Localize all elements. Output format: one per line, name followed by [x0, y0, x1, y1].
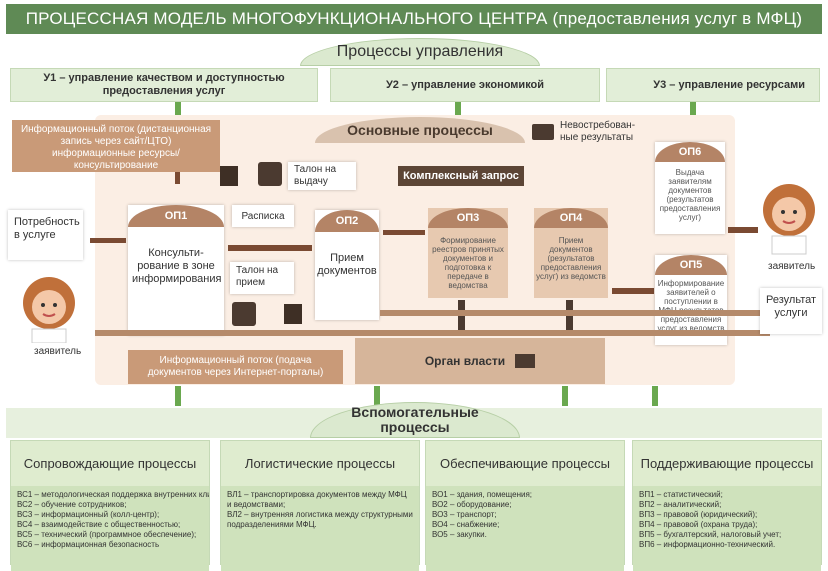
aux-col-2-title: Логистические процессы — [244, 456, 396, 471]
op4-head: ОП4 — [534, 208, 608, 228]
running-person-icon — [220, 166, 238, 186]
arrow-up-2 — [374, 386, 380, 406]
op2-text: Прием документов — [317, 252, 377, 277]
page-title: ПРОЦЕССНАЯ МОДЕЛЬ МНОГОФУНКЦИОНАЛЬНОГО Ц… — [6, 4, 822, 34]
building-icon — [515, 354, 536, 368]
auxiliary-label: Вспомогательные процессы — [310, 402, 520, 438]
aux-col-3-item: ВО1 – здания, помещения; — [432, 490, 533, 499]
management-u3: У3 – управление ресурсами — [606, 68, 820, 102]
aux-col-1-body: ВС1 – методологическая поддержка внутрен… — [11, 486, 209, 571]
op3-text: Формирование реестров принятых документо… — [432, 236, 504, 290]
op1-card: ОП1 Консульти-рование в зоне информирова… — [128, 205, 224, 335]
info-flow-bottom: Информационный поток (подача документов … — [128, 350, 343, 384]
op3-card: ОП3 Формирование реестров принятых докум… — [428, 208, 508, 298]
applicant-right-svg — [763, 184, 815, 255]
arrow-up-3 — [562, 386, 568, 406]
aux-col-3-item: ВО3 – транспорт; — [432, 510, 497, 519]
arrow-up-1 — [175, 386, 181, 406]
aux-col-2-item: ВЛ1 – транспортировка документов между М… — [227, 490, 407, 509]
ticket-icon-2 — [232, 302, 256, 326]
op6-text: Выдача заявителям документов (результато… — [659, 168, 721, 222]
ticket-receipt: Талон на прием — [230, 262, 294, 294]
applicant-left-icon — [18, 273, 80, 344]
applicant-left-label: заявитель — [34, 346, 82, 357]
op2-card: ОП2 Прием документов — [315, 210, 379, 320]
applicant-right-label: заявитель — [768, 261, 816, 272]
authority-box: Орган власти — [355, 338, 605, 384]
management-u2: У2 – управление экономикой — [330, 68, 600, 102]
op1-head: ОП1 — [128, 205, 224, 227]
op3-head: ОП3 — [428, 208, 508, 228]
ticket-issue: Талон на выдачу — [288, 162, 356, 190]
aux-col-4-body: ВП1 – статистический; ВП2 – аналитически… — [633, 486, 821, 571]
aux-col-3: Обеспечивающие процессы ВО1 – здания, по… — [425, 440, 625, 571]
aux-col-1-item: ВС1 – методологическая поддержка внутрен… — [17, 490, 209, 499]
unclaimed-results: Невостребован-ные результаты — [560, 120, 636, 143]
op6-head: ОП6 — [655, 142, 725, 162]
arrow-down-u1 — [175, 102, 181, 116]
arrow-need-op1 — [90, 238, 126, 243]
op4-text: Прием документов (результатов предоставл… — [536, 236, 606, 281]
info-flow-top: Информационный поток (дистанционная запи… — [12, 120, 220, 172]
aux-col-3-item: ВО5 – закупки. — [432, 530, 487, 539]
management-u1-text: У1 – управление качеством и доступностью… — [43, 72, 285, 97]
applicant-right-icon — [758, 180, 820, 255]
management-u1: У1 – управление качеством и доступностью… — [10, 68, 318, 102]
arrow-long-2 — [95, 330, 770, 336]
op4-card: ОП4 Прием документов (результатов предос… — [534, 208, 608, 298]
result-box: Результат услуги — [760, 288, 822, 334]
op5-text: Информирование заявителей о поступлении … — [657, 279, 725, 333]
receipt-doc: Расписка — [232, 205, 294, 227]
aux-col-4-item: ВП5 – бухгалтерский, налоговый учет; — [639, 530, 782, 539]
aux-col-1: Сопровождающие процессы ВС1 – методологи… — [10, 440, 210, 571]
aux-col-4-title: Поддерживающие процессы — [640, 456, 814, 471]
aux-col-1-item: ВС3 – информационный (колл-центр); — [17, 510, 160, 519]
op1-text: Консульти-рование в зоне информирования — [132, 247, 222, 285]
arrow-up-4 — [652, 386, 658, 406]
authority-label: Орган власти — [424, 354, 506, 368]
main-processes-label: Основные процессы — [315, 117, 525, 143]
aux-col-1-item: ВС4 – взаимодействие с общественностью; — [17, 520, 181, 529]
aux-col-2-item: ВЛ2 – внутренняя логистика между структу… — [227, 510, 413, 529]
aux-col-4-item: ВП2 – аналитический; — [639, 500, 722, 509]
aux-col-2-body: ВЛ1 – транспортировка документов между М… — [221, 486, 419, 571]
aux-col-3-item: ВО2 – оборудование; — [432, 500, 512, 509]
arrow-down-u2 — [455, 102, 461, 122]
aux-col-1-title: Сопровождающие процессы — [23, 456, 197, 471]
arrow-op1-op2 — [228, 245, 312, 251]
folder-icon — [532, 124, 554, 140]
ticket-icon — [258, 162, 282, 186]
op6-card: ОП6 Выдача заявителям документов (резуль… — [655, 142, 725, 234]
need-box: Потребность в услуге — [8, 210, 83, 260]
management-processes-label: Процессы управления — [300, 38, 540, 66]
management-u3-text: У3 – управление ресурсами — [653, 78, 805, 91]
complex-request: Комплексный запрос — [398, 166, 524, 186]
op5-head: ОП5 — [655, 255, 727, 275]
arrow-op4-op5 — [612, 288, 654, 294]
aux-col-1-item: ВС2 – обучение сотрудников; — [17, 500, 127, 509]
aux-col-4: Поддерживающие процессы ВП1 – статистиче… — [632, 440, 822, 571]
arrow-op6-applicant — [728, 227, 758, 233]
aux-col-4-item: ВП1 – статистический; — [639, 490, 723, 499]
aux-col-1-item: ВС5 – технический (программное обеспечен… — [17, 530, 197, 539]
arrow-info-top — [175, 172, 180, 184]
arrow-long-1 — [380, 310, 770, 316]
applicant-left-svg — [23, 277, 75, 344]
aux-col-3-title: Обеспечивающие процессы — [440, 456, 610, 471]
aux-col-1-item: ВС6 – информационная безопасность — [17, 540, 160, 549]
aux-col-3-item: ВО4 – снабжение; — [432, 520, 500, 529]
aux-col-4-item: ВП6 – информационно-технический. — [639, 540, 776, 549]
arrow-op2-op3 — [383, 230, 425, 235]
aux-col-4-item: ВП4 – правовой (охрана труда); — [639, 520, 758, 529]
op2-head: ОП2 — [315, 210, 379, 232]
management-u2-text: У2 – управление экономикой — [385, 78, 545, 91]
running-person-icon-2 — [284, 304, 302, 324]
aux-col-3-body: ВО1 – здания, помещения; ВО2 – оборудова… — [426, 486, 624, 571]
aux-col-4-item: ВП3 – правовой (юридический); — [639, 510, 758, 519]
aux-col-2: Логистические процессы ВЛ1 – транспортир… — [220, 440, 420, 571]
